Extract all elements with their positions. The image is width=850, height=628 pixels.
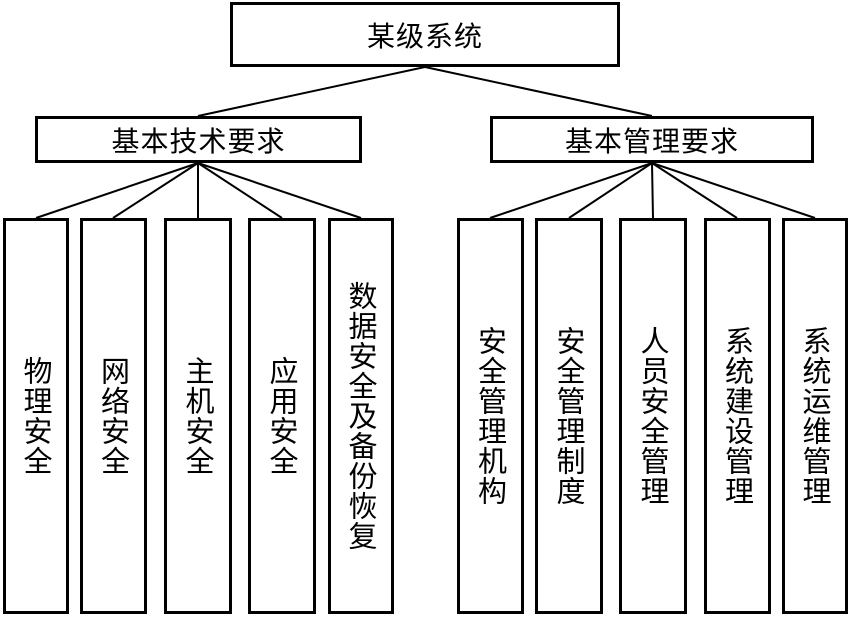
branch-node-technical-requirements: 基本技术要求 (35, 116, 362, 163)
leaf-node-data-security-backup: 数据安全及备份恢复 (328, 218, 394, 614)
root-node: 某级系统 (230, 2, 620, 67)
connector-mgmt-leaf-8 (651, 162, 738, 219)
leaf-node-system-operations: 系统运维管理 (782, 218, 848, 614)
leaf-node-network-security: 网络安全 (80, 218, 147, 614)
connector-tech-leaf-1 (112, 162, 199, 219)
leaf-node-label: 系统运维管理 (798, 326, 832, 506)
leaf-node-system-construction: 系统建设管理 (704, 218, 771, 614)
connector-tech-leaf-0 (35, 162, 199, 219)
leaf-node-security-organization: 安全管理机构 (457, 218, 524, 614)
leaf-node-label: 物理安全 (19, 356, 53, 476)
leaf-node-personnel-security: 人员安全管理 (619, 218, 687, 614)
connector-root-tech (197, 66, 426, 117)
branch-node-label: 基本管理要求 (564, 124, 739, 158)
connector-mgmt-leaf-7 (651, 162, 654, 219)
connector-mgmt-leaf-6 (568, 162, 653, 219)
leaf-node-label: 安全管理机构 (473, 326, 508, 506)
leaf-node-label: 安全管理制度 (552, 326, 586, 506)
leaf-node-application-security: 应用安全 (248, 218, 316, 614)
leaf-node-label: 主机安全 (181, 356, 215, 476)
connector-mgmt-leaf-9 (651, 162, 816, 219)
connector-mgmt-leaf-5 (489, 162, 653, 219)
leaf-node-label: 网络安全 (96, 356, 131, 476)
branch-node-label: 基本技术要求 (111, 124, 286, 158)
leaf-node-host-security: 主机安全 (164, 218, 232, 614)
connector-root-mgmt (424, 66, 653, 117)
leaf-node-physical-security: 物理安全 (3, 218, 69, 614)
root-node-label: 某级系统 (366, 19, 483, 53)
branch-node-management-requirements: 基本管理要求 (490, 116, 814, 163)
leaf-node-label: 系统建设管理 (720, 326, 755, 506)
connector-tech-leaf-4 (197, 162, 362, 219)
leaf-node-label: 数据安全及备份恢复 (344, 281, 378, 551)
leaf-node-security-policy: 安全管理制度 (535, 218, 603, 614)
leaf-node-label: 人员安全管理 (636, 326, 670, 506)
leaf-node-label: 应用安全 (265, 356, 299, 476)
connector-tech-leaf-3 (197, 162, 283, 219)
